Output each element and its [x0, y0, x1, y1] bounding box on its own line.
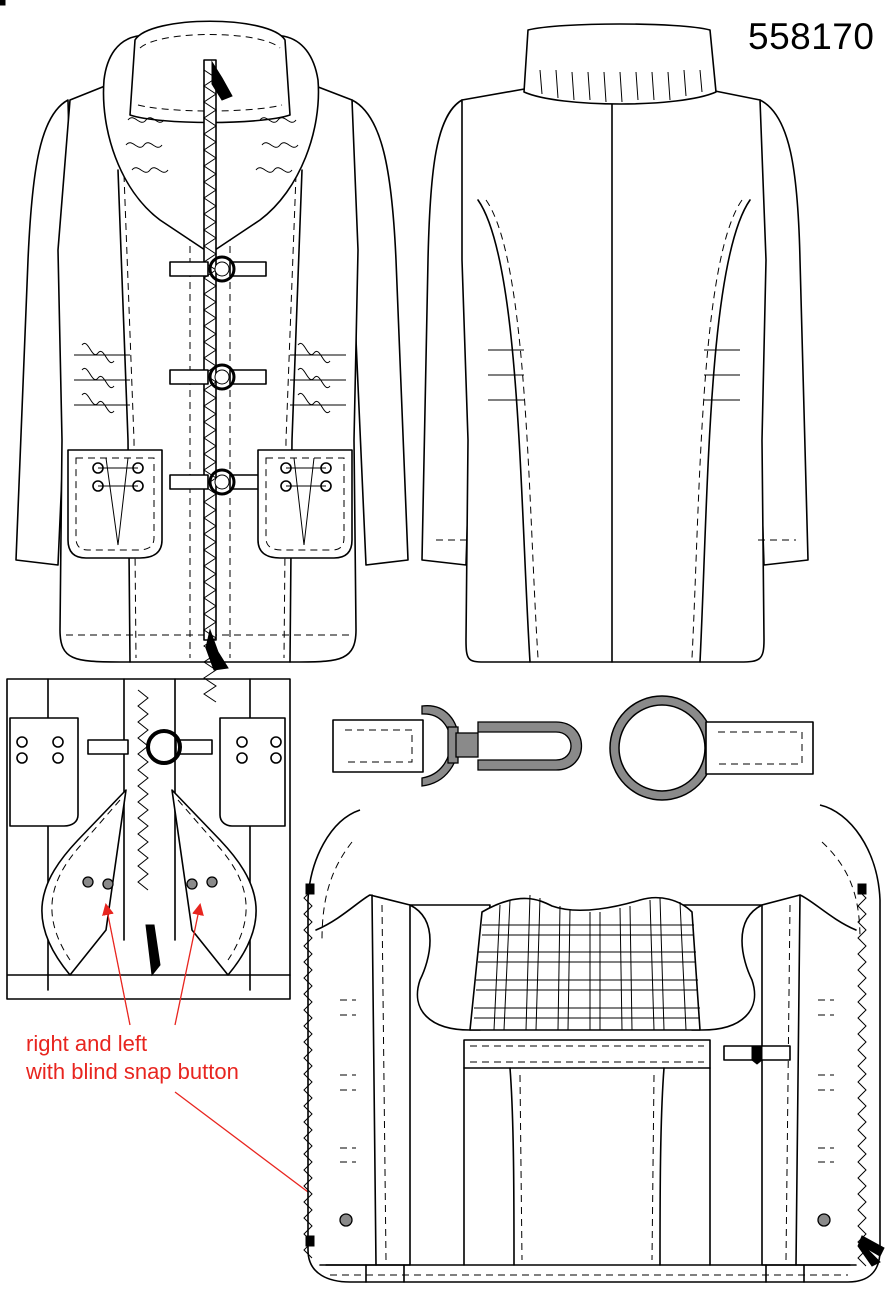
front-right-princess-seam: [289, 169, 303, 663]
front-ring-closure-3: [169, 468, 267, 496]
annotation-arrow-lower: [174, 1091, 334, 1212]
inside-snap-right: [817, 1213, 831, 1227]
back-right-sleeve: [753, 99, 809, 566]
front-zipper-pull-top: [211, 60, 233, 101]
style-number: 558170: [748, 16, 875, 57]
front-ring-closure-1: [169, 255, 267, 283]
back-body: [461, 83, 767, 663]
front-pocket-left: [67, 449, 163, 559]
back-right-seam: [699, 199, 751, 663]
hardware-o-ring: [609, 695, 814, 801]
annotation-arrow-right: [174, 903, 204, 1026]
inside-left-zipper: [303, 889, 313, 1259]
detail-view: [6, 678, 334, 1212]
detail-snap-left-1: [82, 876, 94, 888]
front-left-princess-seam: [117, 169, 131, 663]
hardware-swivel-clip: [332, 705, 582, 787]
snap-button-annotation: right and left with blind snap button: [26, 1030, 239, 1086]
yoke-check-pattern: [474, 894, 700, 1031]
back-left-seam: [477, 199, 531, 663]
back-collar: [523, 23, 717, 105]
back-view: [421, 23, 809, 663]
front-waist-ruching-right: [290, 342, 346, 414]
front-view: [15, 20, 409, 703]
detail-frame: [6, 678, 291, 1000]
front-right-sleeve: [351, 99, 409, 566]
front-left-sleeve: [15, 99, 73, 566]
front-pocket-right: [257, 449, 353, 559]
detail-snap-right-1: [186, 878, 198, 890]
front-ring-closure-2: [169, 363, 267, 391]
inside-snap-left: [339, 1213, 353, 1227]
inside-view: [303, 804, 885, 1283]
front-zipper-pull-bottom: [205, 628, 229, 671]
corner-mark: [0, 0, 6, 6]
detail-zipper-pull: [145, 924, 161, 977]
detail-snap-left-2: [102, 878, 114, 890]
annotation-arrow-left: [102, 903, 131, 1026]
inside-right-zipper: [857, 889, 867, 1267]
annotation-line-2: with blind snap button: [26, 1059, 239, 1084]
inside-zipper-pull: [857, 1235, 885, 1267]
annotation-line-1: right and left: [26, 1031, 148, 1056]
front-waist-ruching-left: [74, 342, 130, 414]
front-zipper: [203, 69, 217, 703]
detail-snap-right-2: [206, 876, 218, 888]
